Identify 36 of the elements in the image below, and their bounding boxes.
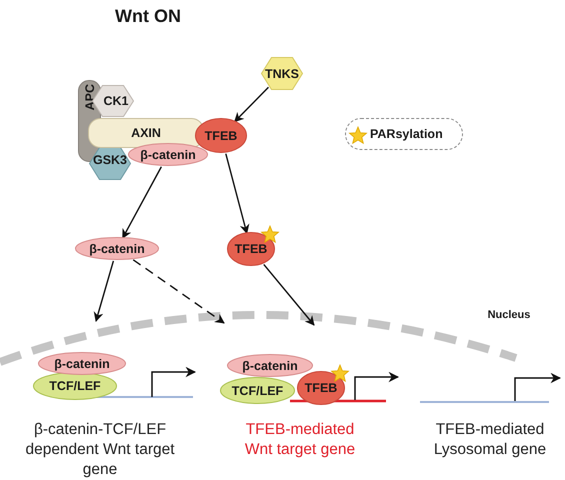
compartment-label: Nucleus	[486, 308, 532, 322]
protein-label: TFEB	[204, 128, 238, 142]
protein-ellipse	[38, 352, 126, 375]
title: Wnt ON	[114, 6, 182, 27]
arrow	[225, 154, 250, 234]
legend-label: PARsylation	[370, 127, 443, 141]
protein-ellipse	[75, 237, 159, 260]
protein-label: TNKS	[264, 66, 300, 80]
protein-label: TFEB	[304, 381, 338, 395]
arrow	[122, 166, 162, 239]
arrow	[234, 86, 269, 122]
protein-label: TCF/LEF	[49, 379, 101, 393]
arrow	[263, 264, 315, 326]
protein-label: TCF/LEF	[232, 384, 284, 398]
protein-label: β-catenin	[140, 148, 196, 162]
protein-ellipse	[33, 372, 117, 400]
protein-ellipse	[195, 118, 247, 153]
protein-label: CK1	[103, 94, 128, 108]
gene-label: β-catenin-TCF/LEF dependent Wnt target gene	[24, 420, 176, 480]
protein-ellipse	[220, 377, 295, 404]
protein-ellipse	[227, 232, 275, 266]
protein-label: AXIN	[131, 126, 161, 140]
dashed-arrow	[132, 259, 225, 324]
protein-label: β-catenin	[242, 358, 298, 372]
gene-label: TFEB-mediated Lysosomal gene	[432, 420, 548, 460]
arrow	[94, 260, 114, 322]
protein-label: TFEB	[234, 242, 268, 256]
protein-label: GSK3	[92, 152, 128, 166]
protein-label: β-catenin	[54, 356, 110, 370]
protein-ellipse	[297, 371, 345, 405]
gene-label: TFEB-mediated Wnt target gene	[244, 420, 356, 460]
protein-label: β-catenin	[89, 242, 145, 256]
protein-ellipse	[128, 143, 208, 166]
protein-ellipse	[227, 354, 313, 377]
protein-label: APC	[82, 84, 96, 110]
protein-hexagon	[261, 57, 303, 90]
